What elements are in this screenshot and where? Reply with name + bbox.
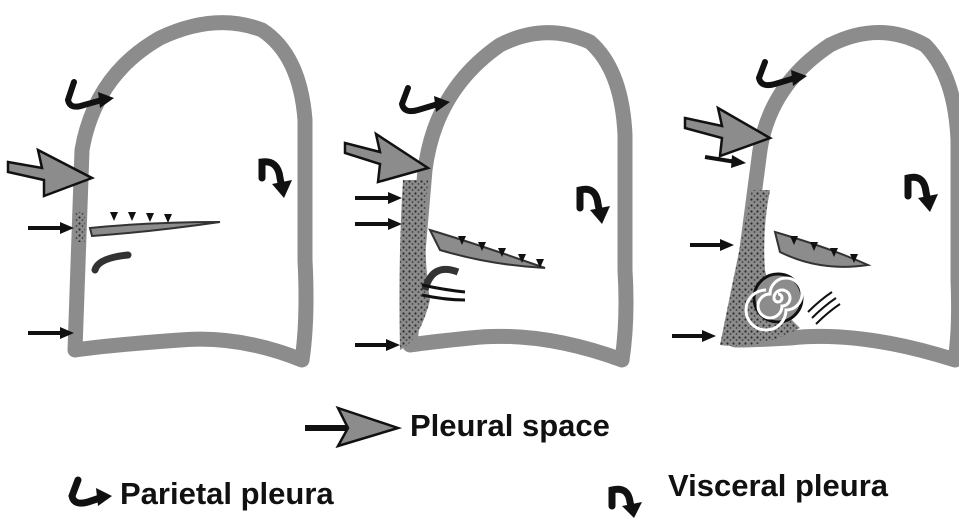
- legend-parietal-pleura-icon: [72, 480, 112, 506]
- lung-panel-2: [345, 33, 626, 360]
- legend-parietal-pleura-label: Parietal pleura: [120, 476, 334, 512]
- small-arrow-icon: [690, 239, 734, 251]
- small-arrow-icon: [28, 222, 74, 234]
- legend-pleural-space-label: Pleural space: [410, 408, 610, 444]
- small-arrow-icon: [355, 218, 402, 230]
- lung-outline: [75, 23, 306, 360]
- legend-visceral-pleura-label: Visceral pleura: [668, 468, 888, 504]
- small-arrow-icon: [355, 192, 402, 204]
- small-arrow-icon: [355, 339, 400, 351]
- pleural-fluid-streak: [75, 212, 85, 242]
- big-arrow-icon: [345, 134, 428, 182]
- small-arrow-icon: [672, 330, 716, 342]
- legend-visceral-pleura-icon: [612, 489, 642, 518]
- lung-panel-1: [8, 23, 306, 360]
- small-arrow-icon: [705, 155, 746, 168]
- lung-panel-3: [672, 33, 959, 361]
- legend-pleural-space-icon: [305, 408, 398, 446]
- small-arrow-icon: [28, 327, 74, 339]
